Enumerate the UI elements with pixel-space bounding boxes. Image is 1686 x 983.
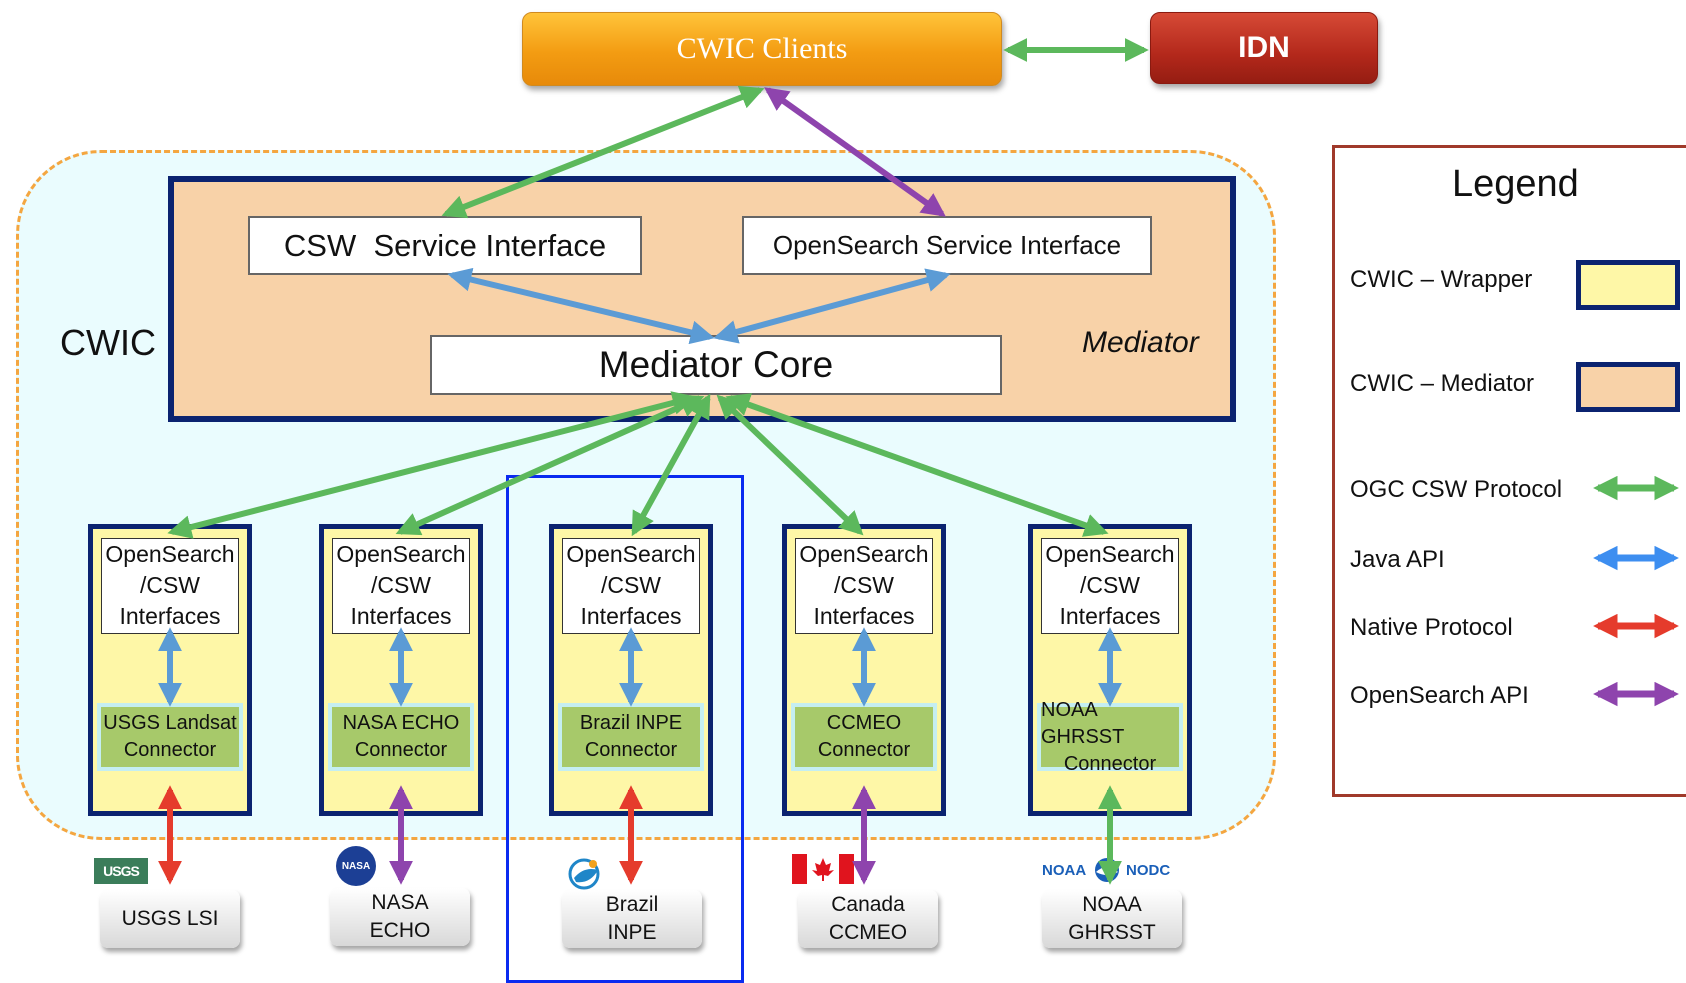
provider-brazil-inpe: Brazil INPE xyxy=(562,890,702,948)
connector-line: NOAA GHRSST xyxy=(1041,698,1125,748)
nasa-logo-icon: NASA xyxy=(336,846,376,886)
nasa-logo-text: NASA xyxy=(341,860,371,872)
provider-usgs-lsi: USGS LSI xyxy=(100,890,240,948)
connector-ccmeo: CCMEO Connector xyxy=(791,703,937,771)
iface-line: OpenSearch xyxy=(799,541,929,567)
connector-nasa: NASA ECHO Connector xyxy=(328,703,474,771)
legend-label-wrapper: CWIC – Wrapper xyxy=(1350,266,1533,293)
iface-line: /CSW xyxy=(139,572,201,598)
provider-line: GHRSST xyxy=(1068,921,1156,944)
provider-canada-ccmeo: Canada CCMEO xyxy=(798,890,938,948)
inpe-logo-icon xyxy=(568,858,600,890)
connector-line: Connector xyxy=(1063,752,1157,775)
legend-label-native: Native Protocol xyxy=(1350,614,1513,641)
legend-swatch-wrapper xyxy=(1576,260,1680,310)
provider-line: NASA xyxy=(371,891,429,914)
cwic-clients-label: CWIC Clients xyxy=(676,32,848,65)
connector-line: Connector xyxy=(123,739,217,761)
wrapper-brazil-interfaces: OpenSearch /CSW Interfaces xyxy=(562,538,700,634)
opensearch-service-interface-label: OpenSearch Service Interface xyxy=(772,230,1122,260)
connector-line: NASA ECHO xyxy=(342,712,460,734)
iface-line: Interfaces xyxy=(119,603,221,629)
iface-line: OpenSearch xyxy=(566,541,696,567)
mediator-label: Mediator xyxy=(1082,326,1199,359)
connector-line: Brazil INPE xyxy=(579,712,683,734)
legend-arrows xyxy=(1593,475,1679,707)
iface-line: /CSW xyxy=(600,572,662,598)
legend-label-java-api: Java API xyxy=(1350,546,1445,573)
arrow-core-noaa xyxy=(725,393,1109,537)
connector-brazil: Brazil INPE Connector xyxy=(558,703,704,771)
legend-label-mediator: CWIC – Mediator xyxy=(1350,370,1535,397)
iface-line: Interfaces xyxy=(1059,603,1161,629)
legend-swatch-mediator xyxy=(1576,362,1680,412)
csw-service-interface: CSW Service Interface xyxy=(248,216,642,275)
cwic-clients-box: CWIC Clients xyxy=(522,12,1002,86)
connector-line: Connector xyxy=(354,739,448,761)
iface-line: OpenSearch xyxy=(105,541,235,567)
nodc-logo-text: NODC xyxy=(1126,862,1171,879)
arrow-core-nasa xyxy=(395,394,705,536)
usgs-logo-icon: USGS xyxy=(94,858,148,884)
arrow-csw-core xyxy=(447,267,715,345)
arrow-clients-csw xyxy=(441,85,765,219)
iface-line: /CSW xyxy=(833,572,895,598)
connector-line: CCMEO xyxy=(826,712,902,734)
usgs-logo-text: USGS xyxy=(103,863,140,879)
connector-noaa: NOAA GHRSST Connector xyxy=(1037,699,1183,775)
iface-line: OpenSearch xyxy=(1045,541,1175,567)
opensearch-service-interface: OpenSearch Service Interface xyxy=(742,216,1152,275)
mediator-core-label: Mediator Core xyxy=(598,344,834,385)
idn-label: IDN xyxy=(1238,31,1290,64)
iface-line: /CSW xyxy=(1079,572,1141,598)
idn-box: IDN xyxy=(1150,12,1378,84)
legend-label-ogc-csw: OGC CSW Protocol xyxy=(1350,476,1563,503)
provider-line: Brazil xyxy=(605,893,659,916)
wrapper-usgs-interfaces: OpenSearch /CSW Interfaces xyxy=(101,538,239,634)
wrapper-noaa-interfaces: OpenSearch /CSW Interfaces xyxy=(1041,538,1179,634)
iface-line: OpenSearch xyxy=(336,541,466,567)
noaa-logo-text: NOAA xyxy=(1042,862,1087,879)
iface-line: Interfaces xyxy=(813,603,915,629)
provider-line: ECHO xyxy=(369,919,431,942)
mediator-core: Mediator Core xyxy=(430,335,1002,395)
legend-title: Legend xyxy=(1452,163,1579,205)
canada-flag-icon xyxy=(792,854,854,884)
arrow-core-brazil xyxy=(631,393,711,537)
provider-line: Canada xyxy=(831,893,905,916)
wrapper-ccmeo-interfaces: OpenSearch /CSW Interfaces xyxy=(795,538,933,634)
iface-line: /CSW xyxy=(370,572,432,598)
provider-noaa-ghrsst: NOAA GHRSST xyxy=(1042,890,1182,948)
iface-line: Interfaces xyxy=(350,603,452,629)
connector-line: Connector xyxy=(584,739,678,761)
provider-line: CCMEO xyxy=(828,921,908,944)
provider-line: INPE xyxy=(607,921,657,944)
connector-line: Connector xyxy=(817,739,911,761)
connector-line: USGS Landsat xyxy=(103,712,237,734)
provider-line: NOAA xyxy=(1082,893,1142,916)
arrow-core-usgs xyxy=(167,391,697,539)
iface-line: Interfaces xyxy=(580,603,682,629)
legend-label-opensearch-api: OpenSearch API xyxy=(1350,682,1529,709)
wrapper-nasa-interfaces: OpenSearch /CSW Interfaces xyxy=(332,538,470,634)
csw-service-interface-label: CSW Service Interface xyxy=(283,227,607,263)
arrow-clients-opensearch xyxy=(764,87,946,217)
arrow-opensearch-core xyxy=(713,268,951,344)
provider-line: USGS LSI xyxy=(121,907,219,930)
provider-nasa-echo: NASA ECHO xyxy=(330,888,470,946)
cwic-label: CWIC xyxy=(60,322,156,363)
